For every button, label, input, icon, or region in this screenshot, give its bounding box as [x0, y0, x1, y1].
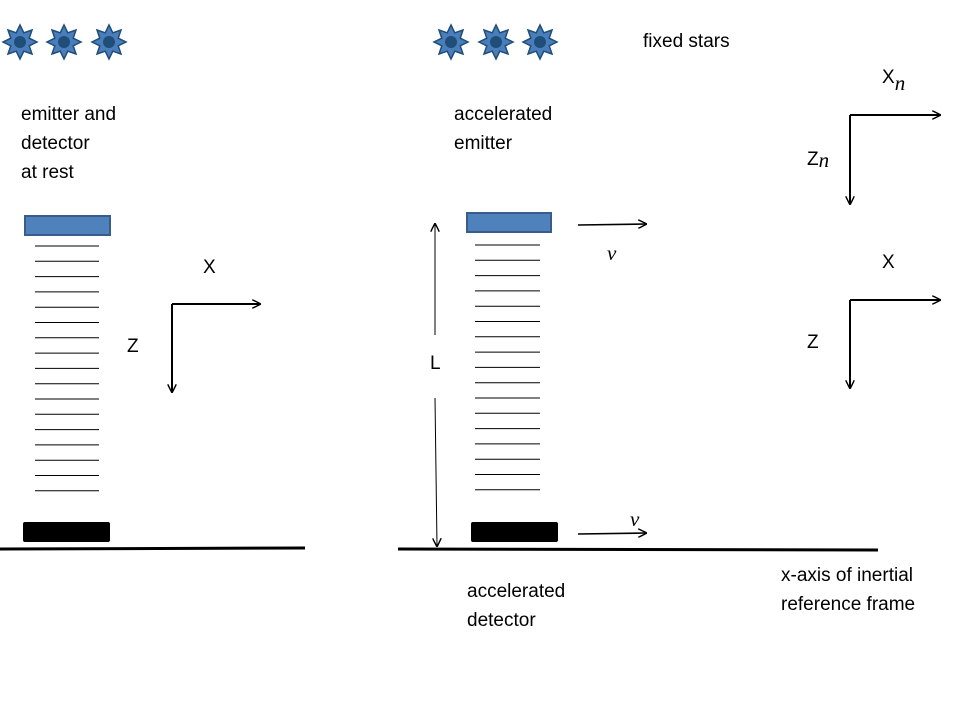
accelerated-clock: [397, 212, 879, 552]
velocity-label-bottom: v: [630, 507, 640, 531]
star-icon: [90, 23, 128, 61]
length-arrow-down: [435, 397, 437, 546]
accelerated-emitter-label: accelerated emitter: [454, 104, 553, 154]
right-zn-subscript: n: [818, 148, 830, 172]
axes-right: [850, 300, 940, 388]
accelerated-detector-label: accelerated detector: [467, 581, 566, 631]
accelerated-emitter-block: [466, 212, 552, 233]
right-zn-label: Zn: [807, 144, 829, 174]
star-icon: [477, 23, 515, 61]
star-row-middle: [432, 23, 559, 61]
velocity-label-top: v: [607, 241, 617, 265]
star-icon: [45, 23, 83, 61]
velocity-arrow-top: [577, 224, 646, 225]
right-xn-label: Xn: [882, 62, 906, 95]
right-zn-base: Z: [807, 149, 819, 170]
velocity-arrow-bottom: [577, 533, 646, 534]
star-icon: [432, 23, 470, 61]
right-x-label: X: [882, 252, 895, 273]
right-z-label: Z: [807, 332, 819, 353]
rest-caption: emitter and detector at rest: [21, 104, 117, 183]
star-icon: [521, 23, 559, 61]
clock-at-rest: [0, 215, 306, 551]
star-row-left: [1, 23, 128, 61]
emitter-at-rest: [24, 215, 111, 236]
ground-line-left: [0, 546, 306, 551]
left-z-label: Z: [127, 336, 139, 357]
light-path-rungs-middle: [475, 244, 540, 491]
left-x-label: X: [203, 257, 216, 278]
light-path-rungs-left: [35, 245, 99, 492]
right-xn-base: X: [882, 67, 895, 88]
accelerated-detector-block: [471, 522, 558, 542]
axes-right-n: [850, 115, 940, 204]
axes-left: [172, 304, 260, 392]
right-xn-subscript: n: [894, 71, 906, 95]
star-icon: [1, 23, 39, 61]
fixed-stars-label: fixed stars: [643, 31, 730, 52]
length-label: L: [430, 353, 441, 374]
ground-line-middle: [397, 547, 879, 552]
detector-at-rest: [23, 522, 110, 542]
x-axis-caption: x-axis of inertial reference frame: [781, 565, 916, 615]
